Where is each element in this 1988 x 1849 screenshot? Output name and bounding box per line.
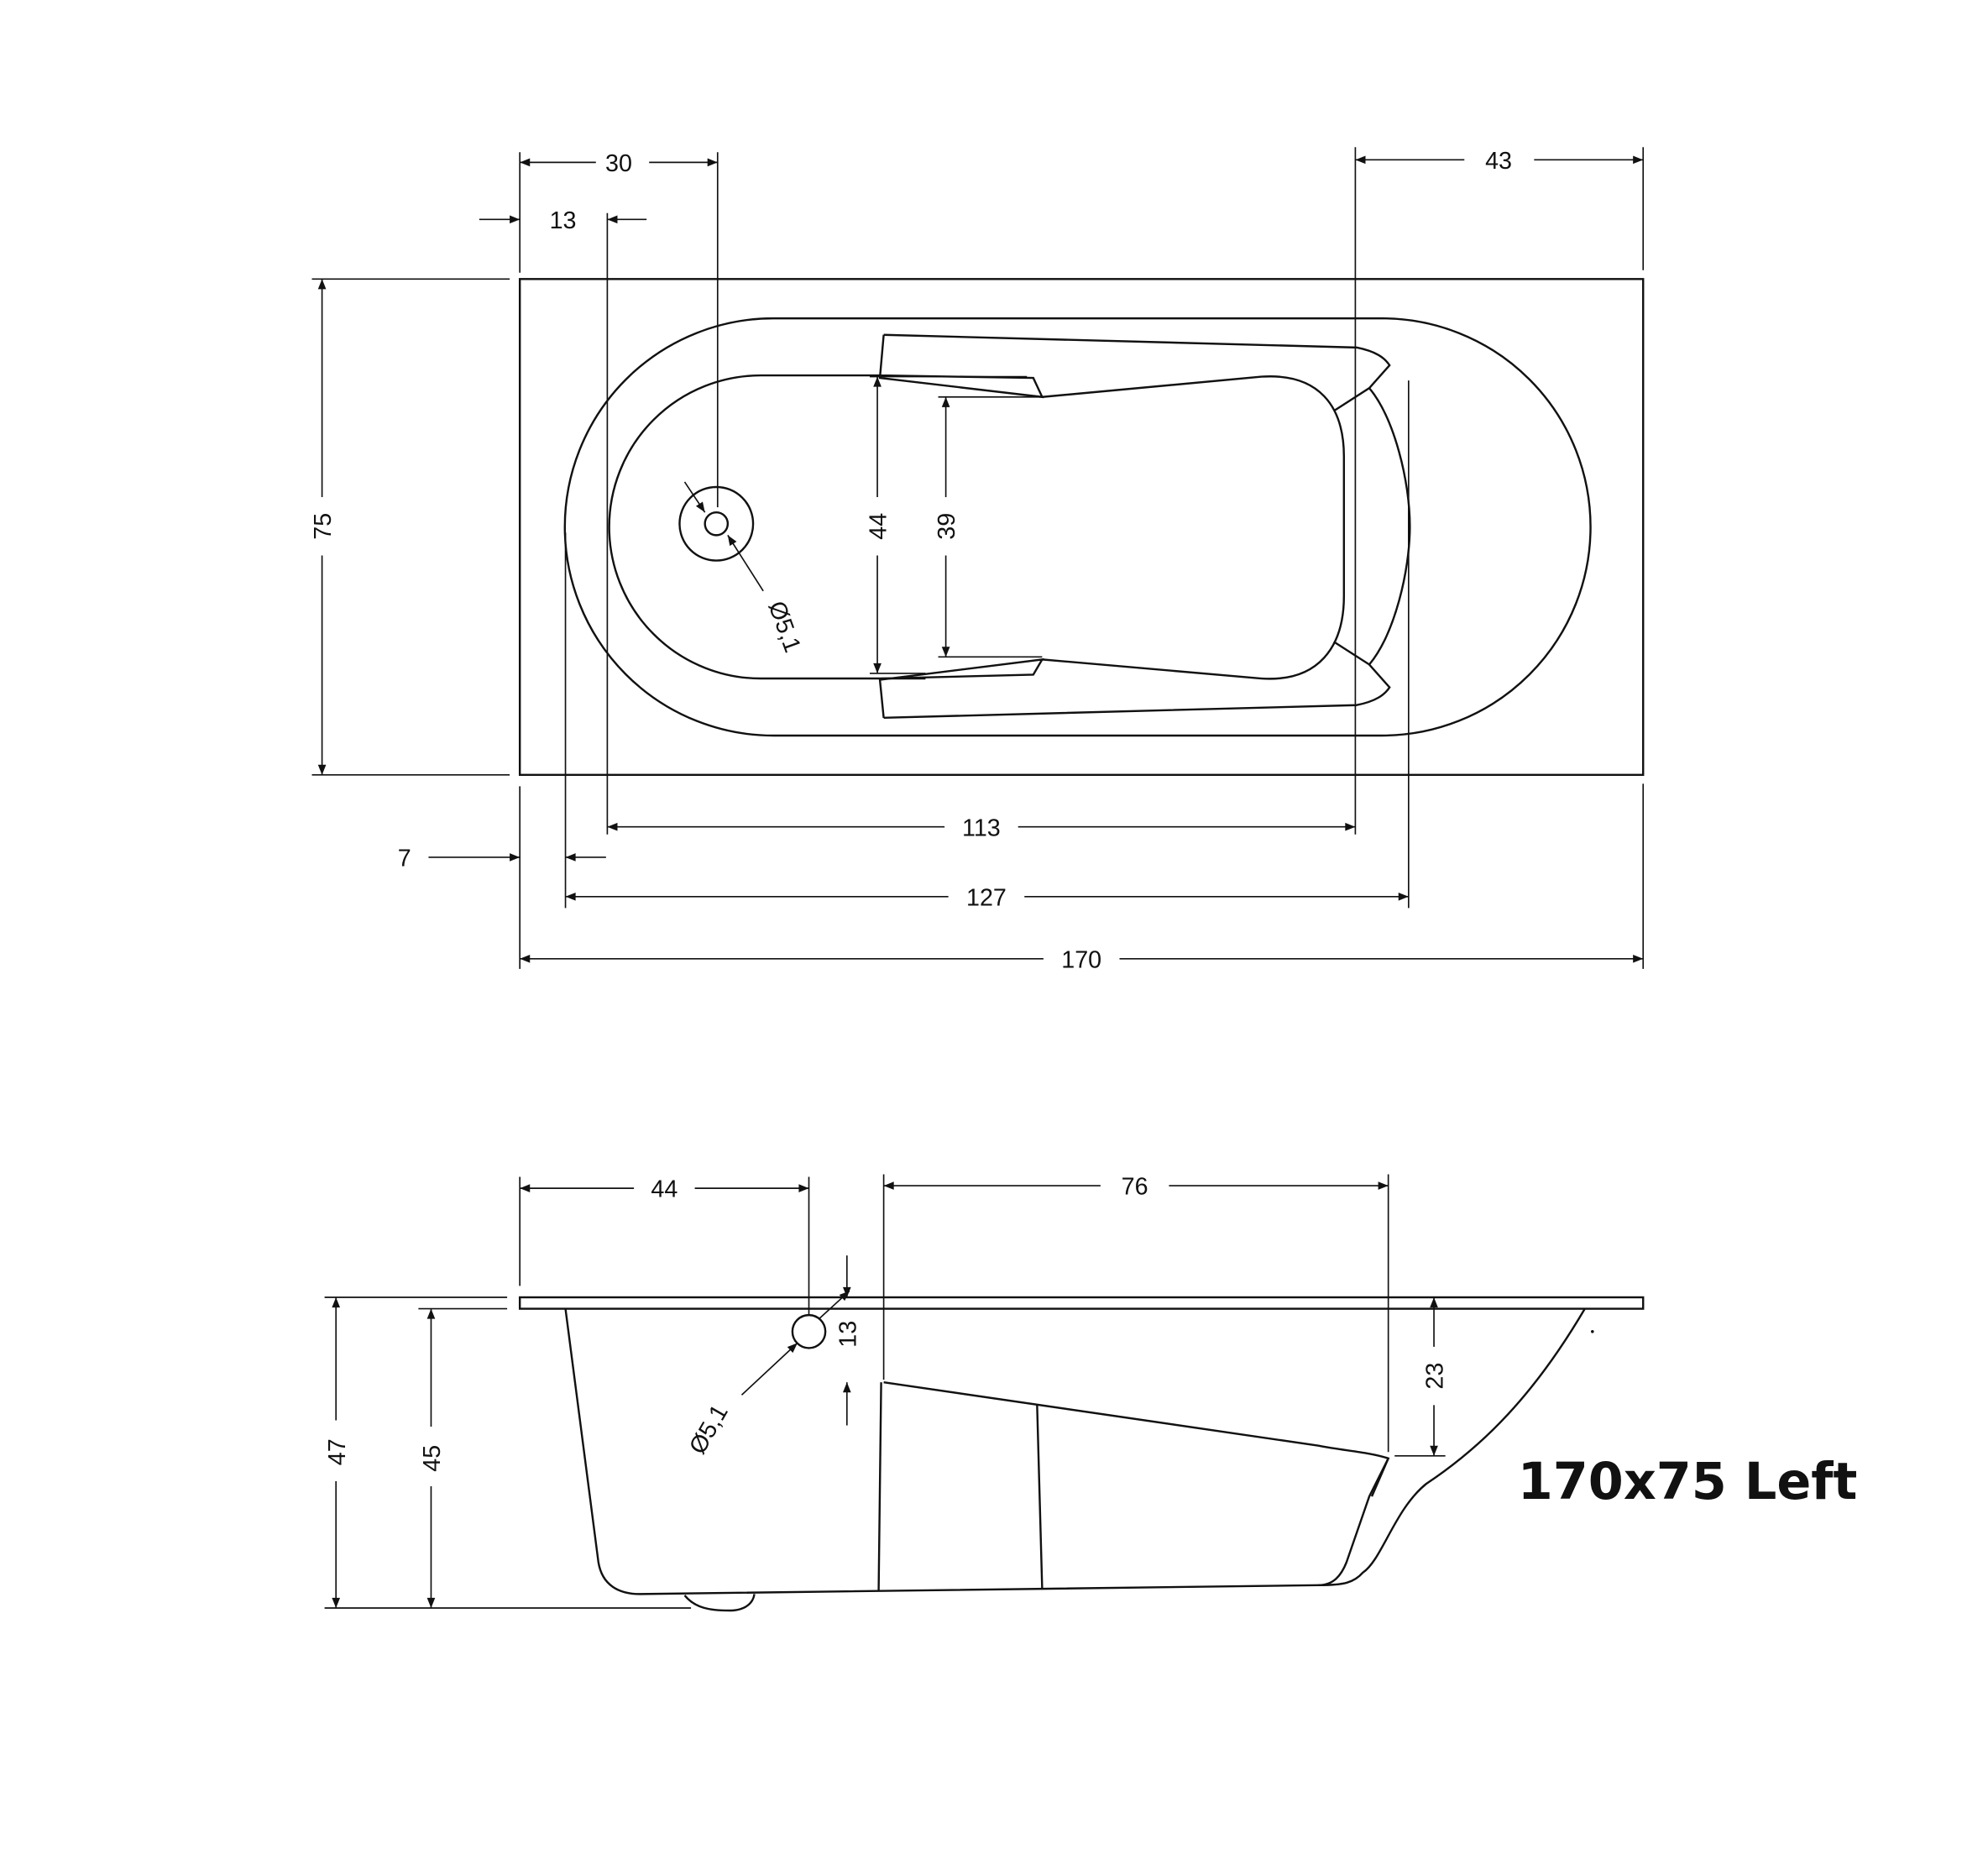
drawing-title: 170x75 Left	[1518, 1453, 1858, 1511]
dim-75: 75	[310, 279, 337, 775]
rim-inner-edge	[563, 317, 1592, 737]
dim-label: 13	[834, 1321, 861, 1348]
dim-label: Ø5,1	[763, 598, 806, 656]
drain-foot	[683, 1594, 756, 1612]
dim-127: 127	[565, 884, 1409, 911]
side-view: 44 76 13 Ø5,1 23 47	[324, 1174, 1645, 1612]
dim-label: 127	[966, 884, 1007, 911]
dim-label: 76	[1122, 1174, 1148, 1201]
drain-inner-circle	[704, 511, 730, 537]
dim-113: 113	[607, 815, 1356, 841]
basin-right-end	[1042, 375, 1346, 680]
headrest-curve	[1368, 387, 1411, 666]
dim-44-side: 44	[520, 1176, 809, 1203]
dim-13: 13	[479, 207, 647, 234]
extension-lines-side	[324, 1174, 1446, 1609]
dim-label: 43	[1485, 148, 1512, 175]
seat-front-line	[877, 1382, 882, 1592]
dim-30: 30	[520, 150, 718, 177]
dim-label: 44	[866, 513, 892, 540]
dim-76: 76	[883, 1174, 1389, 1201]
dim-drain-diameter-top: Ø5,1	[683, 481, 806, 656]
dim-47: 47	[324, 1296, 351, 1608]
dim-label: 39	[934, 513, 960, 540]
dim-label: 7	[398, 846, 411, 872]
dim-label: 13	[550, 207, 577, 234]
dim-label: 170	[1061, 946, 1101, 973]
dim-7: 7	[398, 846, 606, 872]
seat-line	[883, 1380, 1390, 1497]
dim-39: 39	[934, 396, 960, 657]
extension-lines-top	[311, 147, 1645, 969]
headrest-top	[883, 333, 1391, 412]
seat-mid-line	[1036, 1405, 1044, 1590]
dim-44: 44	[866, 376, 892, 673]
dim-label: 30	[605, 150, 632, 177]
dim-label: 113	[962, 815, 1001, 841]
headrest-bottom-wedge	[878, 657, 1044, 718]
dot-mark	[1591, 1329, 1594, 1333]
dim-13-side: 13	[819, 1255, 861, 1426]
dim-label: 45	[419, 1445, 446, 1472]
dim-drain-diameter-side: Ø5,1	[684, 1342, 798, 1459]
dim-label: 23	[1422, 1363, 1449, 1390]
dim-43: 43	[1355, 148, 1644, 175]
basin-left-end	[608, 374, 926, 680]
tub-outline-top	[518, 278, 1645, 777]
dim-170: 170	[520, 946, 1644, 973]
dim-23: 23	[1422, 1296, 1449, 1456]
dim-label: Ø5,1	[684, 1400, 734, 1459]
top-view: 30 13 43 75 44 39 Ø5	[310, 147, 1645, 973]
dim-45: 45	[419, 1308, 446, 1608]
tub-rim-side	[518, 1296, 1645, 1310]
dim-label: 47	[324, 1438, 351, 1465]
tub-outer-curve	[1318, 1307, 1586, 1587]
headrest-top-wedge	[878, 334, 1044, 399]
tub-body-side	[564, 1308, 1389, 1595]
drain-outer-circle	[678, 485, 755, 562]
headrest-bottom	[883, 641, 1391, 720]
dim-label: 44	[651, 1176, 677, 1203]
dim-label: 75	[310, 513, 337, 540]
